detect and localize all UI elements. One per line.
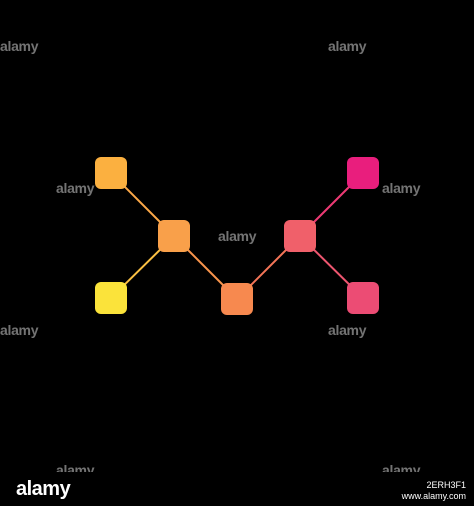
footer-bar (0, 472, 474, 506)
node-square (347, 282, 379, 314)
watermark-text: alamy (218, 228, 257, 244)
connector-lines (110, 172, 364, 300)
node-square (347, 157, 379, 189)
watermark-text: alamy (328, 322, 367, 338)
node-square (95, 157, 127, 189)
nodes (95, 157, 379, 315)
alamy-logo: alamy (16, 478, 71, 500)
image-credit: 2ERH3F1 www.alamy.com (402, 480, 466, 502)
site-url: www.alamy.com (401, 491, 466, 501)
watermark-text: alamy (0, 38, 39, 54)
watermark-text: alamy (56, 180, 95, 196)
node-square (158, 220, 190, 252)
watermark-text: alamy (382, 180, 421, 196)
watermark-text: alamy (0, 322, 39, 338)
node-square (95, 282, 127, 314)
image-id: 2ERH3F1 (426, 480, 466, 490)
watermark-text: alamy (328, 38, 367, 54)
node-square (221, 283, 253, 315)
node-square (284, 220, 316, 252)
